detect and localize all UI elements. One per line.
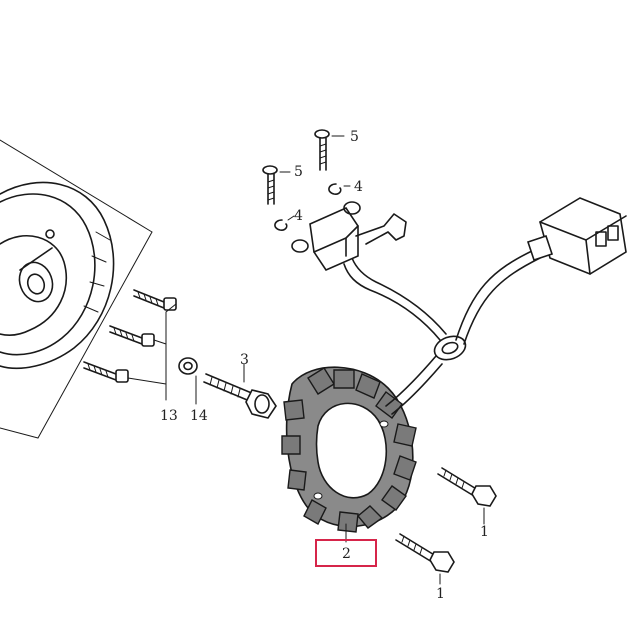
callout-14: 14 bbox=[190, 408, 208, 424]
callout-3: 3 bbox=[240, 352, 249, 368]
screw-5-left bbox=[262, 165, 291, 205]
bolt-13-middle bbox=[109, 325, 155, 347]
callout-1-upper: 1 bbox=[480, 524, 489, 540]
screw-5-top bbox=[314, 129, 345, 171]
bolt-1-lower bbox=[395, 533, 455, 585]
callout-4-left: 4 bbox=[294, 208, 303, 224]
bolt-13-top bbox=[133, 289, 177, 311]
clip-4-left bbox=[274, 215, 295, 231]
callout-2: 2 bbox=[342, 546, 351, 562]
flywheel-rotor bbox=[0, 139, 153, 439]
bolt-3 bbox=[203, 363, 277, 419]
bolt-1-upper bbox=[437, 467, 497, 525]
leader-13 bbox=[127, 303, 177, 401]
bolt-13-bottom bbox=[83, 361, 129, 383]
callout-5-top: 5 bbox=[350, 129, 359, 145]
stator-2 bbox=[281, 366, 417, 543]
stator-highlight-box bbox=[315, 539, 377, 567]
callout-5-left: 5 bbox=[294, 164, 303, 180]
callout-4-right: 4 bbox=[354, 179, 363, 195]
clip-4-right bbox=[328, 183, 351, 195]
callout-13: 13 bbox=[160, 408, 178, 424]
callout-1-lower: 1 bbox=[436, 586, 445, 602]
pickup-coil bbox=[291, 201, 407, 272]
wiring-harness bbox=[343, 197, 627, 415]
washer-14 bbox=[178, 357, 198, 405]
